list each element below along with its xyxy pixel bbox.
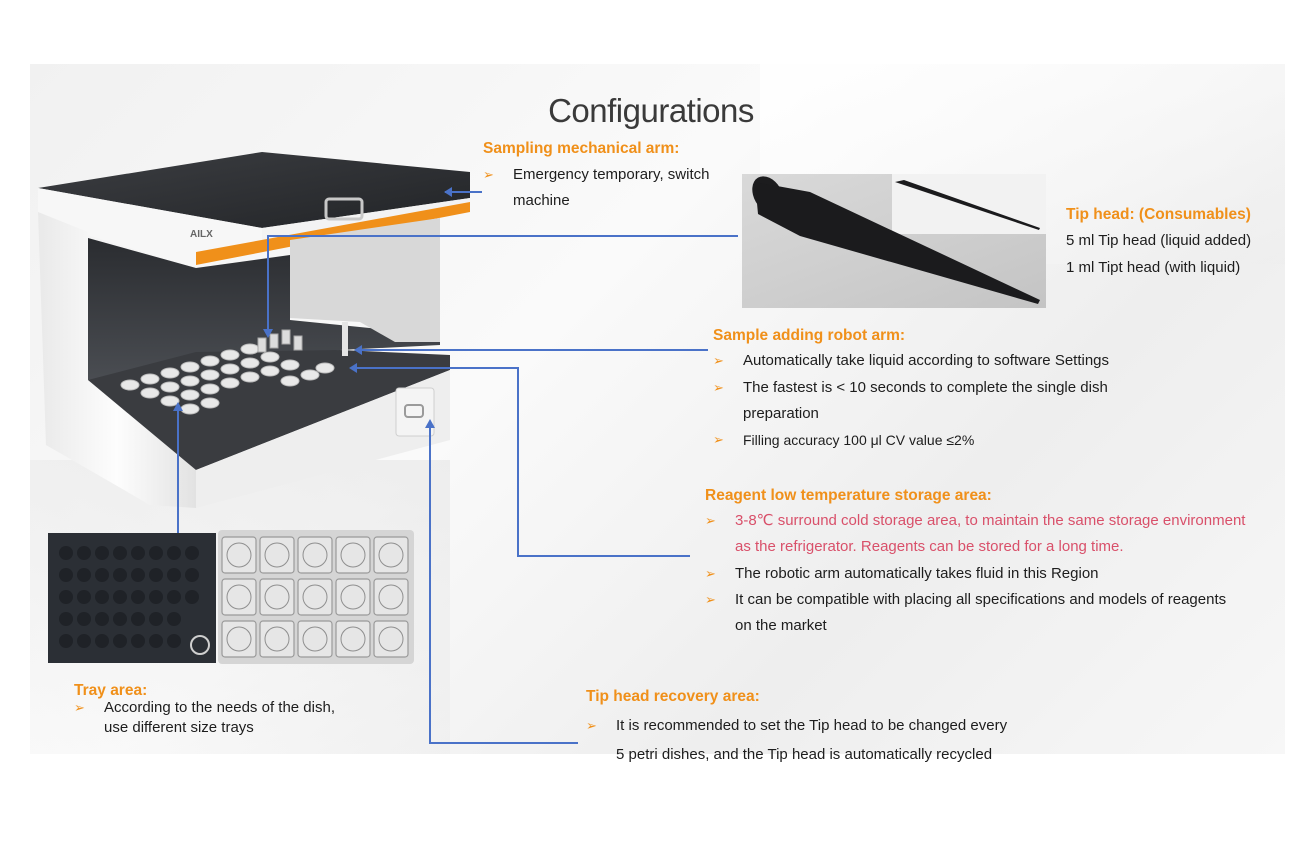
arrowhead-icon [349,363,357,373]
sample-arm-item: ➢ Filling accuracy 100 μl CV value ≤2% [713,427,974,453]
sampling-arm-title: Sampling mechanical arm: [483,140,680,157]
reagent-item: ➢ It can be compatible with placing all … [705,587,1226,639]
robot-arm [342,322,348,356]
tip-head-line: 5 ml Tip head (liquid added) [1066,232,1252,249]
recovery-title: Tip head recovery area: [586,688,760,705]
tray-title: Tray area: [74,682,148,699]
lid-handle [324,197,364,221]
arrowhead-icon [263,329,273,338]
arrow-bullet-icon: ➢ [713,432,724,447]
arrow-bullet-icon: ➢ [586,718,597,733]
machine-logo: AILX [190,229,213,240]
reagent-item: ➢ The robotic arm automatically takes fl… [705,561,1099,587]
connector-tip-head [267,235,738,332]
tray-drawing [218,530,414,664]
page-title: Configurations [548,92,754,129]
reagent-title: Reagent low temperature storage area: [705,487,992,504]
recovery-slot [395,387,435,437]
arrow-bullet-icon: ➢ [705,592,716,607]
machine-column [290,218,440,342]
orange-strip [196,202,470,265]
recovery-item: ➢ It is recommended to set the Tip head … [586,711,1007,769]
connector-lines [177,191,738,744]
arrow-bullet-icon: ➢ [713,380,724,395]
connector-recovery [429,425,578,744]
sample-arm-item: ➢ The fastest is < 10 seconds to complet… [713,375,1108,427]
tip-head-title: Tip head: (Consumables) [1066,206,1251,223]
arrowhead-icon [354,345,362,355]
tip-head-line: 1 ml Tipt head (with liquid) [1066,259,1241,276]
arrowhead-icon [173,402,183,411]
arrow-bullet-icon: ➢ [705,566,716,581]
reagent-tubes [257,329,303,353]
arrow-bullet-icon: ➢ [705,513,716,528]
tray-photo [48,533,216,663]
machine-chamber [88,238,440,380]
dish-array [120,343,335,415]
connector-reagent [355,367,690,557]
arrowhead-icon [444,187,452,197]
machine-base [196,370,450,508]
sample-arm-item: ➢ Automatically take liquid according to… [713,348,1109,374]
arrow-heads [173,187,452,428]
arrow-bullet-icon: ➢ [74,700,85,715]
sampling-arm-item: ➢ Emergency temporary, switch machine [483,162,709,214]
tray-item: ➢ According to the needs of the dish, us… [74,699,335,736]
arrow-bullet-icon: ➢ [713,353,724,368]
sample-arm-title: Sample adding robot arm: [713,327,906,344]
arrow-bullet-icon: ➢ [483,167,494,182]
arrowhead-icon [425,419,435,428]
machine-body [38,212,196,508]
reagent-item: ➢ 3-8℃ surround cold storage area, to ma… [705,508,1245,560]
tip-head-photo-inset [892,174,1046,234]
